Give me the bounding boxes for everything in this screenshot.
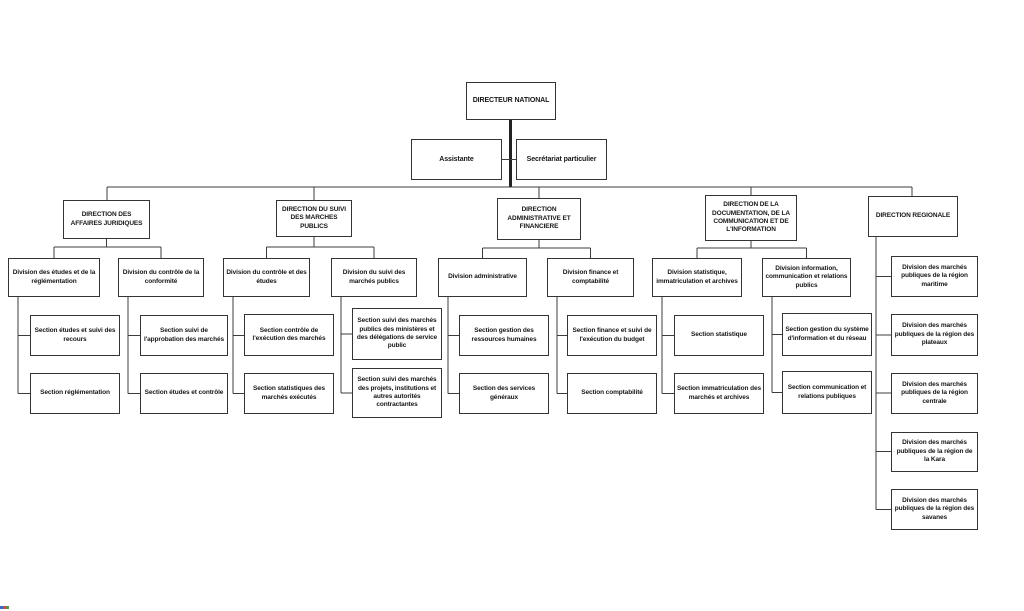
box-division-controle-conformite: Division du contrôle de la conformité (118, 258, 204, 297)
box-section-etudes-suivi-recours: Section études et suivi des recours (30, 315, 120, 356)
box-section-gestion-systeme-information: Section gestion du système d'information… (782, 313, 872, 356)
box-section-controle-execution-marches: Section contrôle de l'exécution des marc… (244, 314, 334, 356)
box-assistante: Assistante (411, 139, 502, 180)
box-direction-documentation-communication: DIRECTION DE LA DOCUMENTATION, DE LA COM… (705, 195, 797, 241)
box-division-region-plateaux: Division des marchés publiques de la rég… (891, 314, 978, 356)
corner-color-mark (0, 606, 9, 609)
box-division-controle-etudes: Division du contrôle et des études (223, 258, 310, 297)
box-secretariat-particulier: Secrétariat particulier (516, 139, 607, 180)
box-section-comptabilite: Section comptabilité (567, 373, 657, 414)
box-division-administrative: Division administrative (438, 258, 527, 297)
box-division-region-kara: Division des marchés publiques de la rég… (891, 432, 978, 472)
box-direction-affaires-juridiques: DIRECTION DES AFFAIRES JURIDIQUES (63, 200, 150, 239)
box-division-statistique-immatriculation: Division statistique, immatriculation et… (652, 258, 742, 297)
box-direction-regionale: DIRECTION REGIONALE (868, 196, 958, 237)
box-division-suivi-marches-publics: Division du suivi des marchés publics (331, 258, 417, 297)
box-division-region-centrale: Division des marchés publiques de la rég… (891, 373, 978, 414)
box-section-statistique: Section statistique (674, 315, 764, 356)
box-direction-administrative-financiere: DIRECTION ADMINISTRATIVE ET FINANCIERE (497, 198, 581, 240)
box-division-etudes-reglementation: Division des études et de la réglémentat… (8, 258, 100, 297)
box-section-suivi-marches-projets: Section suivi des marchés des projets, i… (352, 368, 442, 418)
box-section-finance-suivi-budget: Section finance et suivi de l'exécution … (567, 315, 657, 356)
box-section-statistiques-marches-executes: Section statistiques des marchés exécuté… (244, 373, 334, 414)
box-section-immatriculation-archives: Section immatriculation des marchés et a… (674, 373, 764, 414)
box-section-suivi-approbation-marches: Section suivi de l'approbation des march… (140, 315, 228, 356)
box-section-reglementation: Section réglémentation (30, 373, 120, 414)
box-division-region-maritime: Division des marchés publiques de la rég… (891, 256, 978, 297)
box-section-gestion-ressources-humaines: Section gestion des ressources humaines (459, 315, 549, 356)
box-division-information-communication: Division information, communication et r… (762, 258, 851, 297)
box-section-suivi-marches-ministeres: Section suivi des marchés publics des mi… (352, 308, 442, 360)
box-section-services-generaux: Section des services généraux (459, 373, 549, 414)
box-section-communication-relations-publiques: Section communication et relations publi… (782, 371, 872, 414)
box-direction-suivi-marches-publics: DIRECTION DU SUIVI DES MARCHES PUBLICS (276, 200, 352, 237)
box-section-etudes-controle: Section études et contrôle (140, 373, 228, 414)
box-division-region-savanes: Division des marchés publiques de la rég… (891, 489, 978, 530)
box-directeur-national: DIRECTEUR NATIONAL (466, 82, 556, 120)
box-division-finance-comptabilite: Division finance et comptabilité (547, 258, 634, 297)
